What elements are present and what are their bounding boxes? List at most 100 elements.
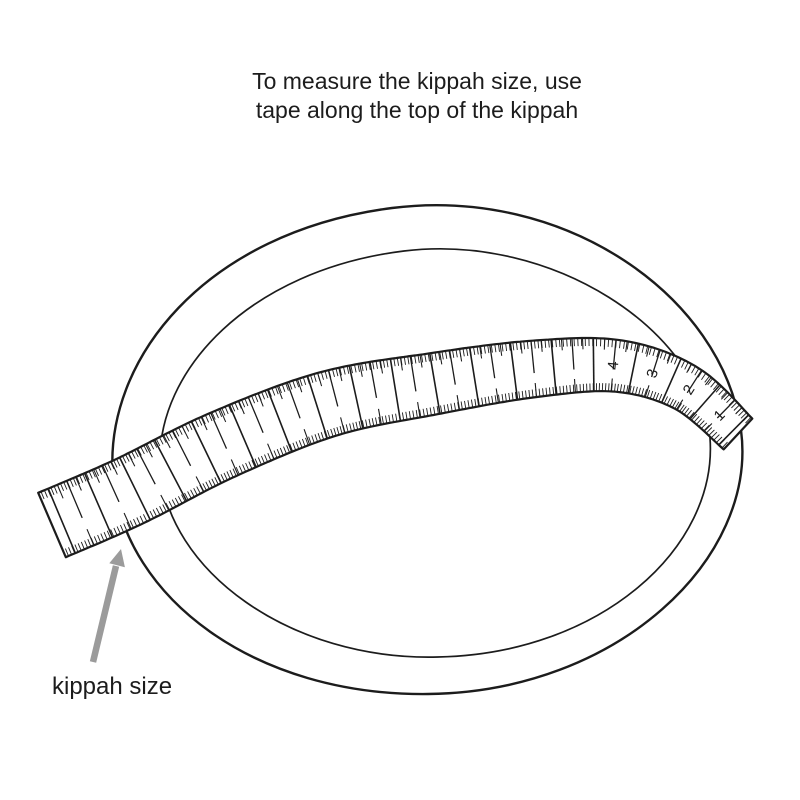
tape-tick — [234, 402, 239, 411]
tape-tick — [686, 409, 692, 417]
tape-tick — [313, 373, 317, 382]
tape-tick — [419, 354, 423, 368]
tape-tick — [498, 394, 501, 403]
tape-tick — [142, 514, 148, 522]
tape-tick — [292, 442, 297, 451]
tape-tick — [119, 524, 125, 533]
tape-tick — [369, 361, 378, 399]
tape-tick — [371, 418, 375, 427]
tape-tick — [172, 430, 192, 467]
tape-tick — [674, 401, 680, 409]
tape-tick — [616, 383, 619, 392]
tape-tick — [419, 409, 422, 418]
tape-tick — [204, 414, 210, 423]
tape-tick — [424, 353, 427, 362]
tape-tick — [305, 437, 309, 446]
tape-tick — [134, 449, 139, 458]
tape-tick — [168, 500, 174, 509]
tape-tick — [637, 343, 641, 352]
tape-tick — [473, 346, 476, 355]
tape-tick — [286, 445, 291, 453]
tape-tick — [572, 384, 575, 393]
tape-tick — [569, 338, 572, 347]
tape-tick — [420, 354, 424, 363]
tape-tick — [335, 368, 339, 377]
tape-tick — [523, 341, 526, 350]
tape-tick — [703, 423, 713, 432]
tape-tick — [324, 370, 328, 379]
tape-tick — [566, 385, 568, 394]
tape-tick — [453, 402, 457, 411]
tape-tick — [276, 449, 281, 457]
tape-tick — [178, 427, 183, 435]
tape-tick — [368, 361, 371, 370]
tape-tick — [228, 404, 257, 468]
tape-tick — [251, 395, 256, 404]
tape-tick — [241, 399, 246, 408]
tape-tick — [162, 435, 167, 443]
tape-tick — [669, 398, 674, 407]
tape-tick — [56, 484, 64, 499]
tape-tick — [666, 397, 672, 406]
tape-tick — [244, 398, 249, 407]
tape-tick — [409, 355, 417, 392]
tape-tick — [408, 411, 411, 420]
tape-tick — [219, 408, 227, 423]
tape-tick — [317, 372, 323, 387]
tape-tick — [223, 472, 228, 481]
tape-tick — [733, 404, 740, 411]
tape-tick — [368, 418, 372, 427]
tape-tick — [232, 468, 237, 477]
tape-tick — [103, 532, 108, 540]
tape-tick — [607, 338, 610, 347]
tape-tick — [80, 541, 85, 550]
tape-tick — [671, 400, 677, 408]
tape-tick — [205, 481, 210, 490]
tape-tick — [629, 385, 632, 394]
tape-tick — [361, 363, 364, 372]
tape-tick — [508, 392, 511, 401]
tape-tick — [625, 341, 628, 353]
tape-tick — [644, 385, 650, 398]
tape-tick — [385, 415, 388, 424]
tape-tick — [174, 497, 180, 506]
tape-tick — [320, 432, 325, 440]
tape-tick — [264, 454, 269, 463]
tape-tick — [448, 350, 456, 385]
tape-tick — [352, 422, 356, 431]
tape-tick — [123, 512, 132, 530]
tape-tick — [113, 527, 118, 536]
tape-tick — [395, 413, 398, 422]
tape-tick — [666, 353, 671, 362]
tape-tick — [700, 422, 708, 429]
pointer-arrow — [89, 549, 125, 663]
tape-tick — [350, 365, 353, 374]
tape-tick — [298, 440, 303, 448]
tape-tick — [74, 544, 79, 553]
tape-tick — [440, 405, 443, 414]
tape-tick — [101, 465, 120, 503]
tape-tick — [694, 368, 700, 376]
tape-tick — [414, 355, 417, 364]
tape-tick — [348, 365, 364, 429]
tape-tick — [364, 362, 368, 371]
tape-tick — [509, 342, 519, 400]
tape-tick — [679, 404, 685, 412]
tape-tick — [562, 385, 565, 394]
tape-tick — [405, 411, 408, 420]
tape-tick — [552, 386, 555, 395]
tape-tick — [697, 370, 703, 378]
tape-tick — [501, 394, 504, 403]
tape-tick — [698, 420, 705, 427]
tape-tick — [372, 361, 375, 370]
tape-tick — [361, 420, 365, 429]
tape-tick — [171, 499, 177, 507]
tape-tick — [301, 438, 306, 447]
tape-tick — [381, 416, 384, 425]
tape-tick — [260, 455, 265, 464]
tape-tick — [208, 480, 213, 488]
tape-tick — [184, 492, 189, 501]
tape-tick — [497, 343, 500, 352]
tape-tick — [159, 505, 164, 514]
tape-tick — [407, 356, 410, 365]
